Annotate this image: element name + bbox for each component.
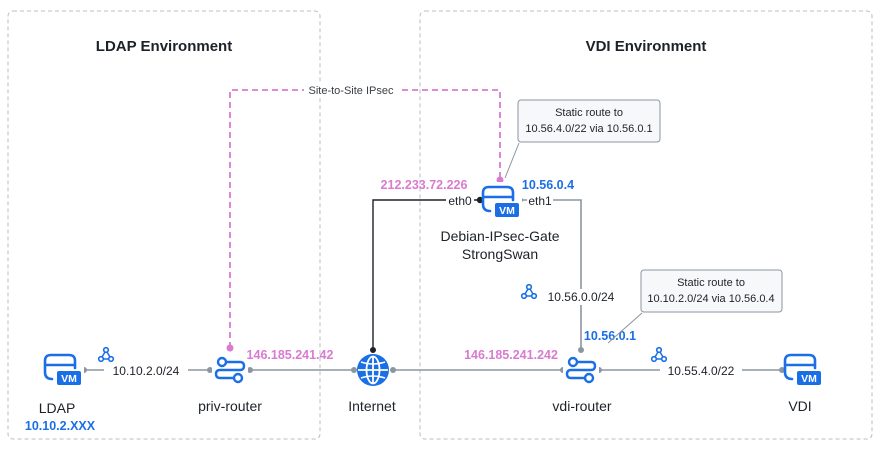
ipsec-endpoint-vdi (496, 176, 504, 184)
vdi-router-route-line1: Static route to (677, 277, 745, 289)
ldap-vm-name: LDAP (39, 400, 76, 416)
ipsec-label-bg (304, 82, 398, 98)
link-dot (779, 367, 785, 373)
subnet-icon (650, 346, 668, 363)
link-dot (370, 347, 376, 353)
link-dot (207, 367, 213, 373)
internet-name: Internet (348, 398, 396, 414)
vdi-router-private-ip: 10.56.0.1 (584, 329, 636, 343)
gateway-callout-pointer (504, 142, 520, 179)
internet-globe-icon (357, 354, 389, 386)
vdi-router-name: vdi-router (552, 398, 611, 414)
ipsec-tunnel-label: Site-to-Site IPsec (309, 85, 394, 97)
subnet-icon (97, 346, 115, 363)
ipsec-tunnel-line (229, 89, 501, 348)
vdi-router-route-callout (640, 269, 783, 313)
link-dot (351, 367, 357, 373)
subnet-icon (520, 283, 538, 300)
link-dot (476, 196, 484, 204)
vdi-router-public-ip: 146.185.241.242 (464, 348, 558, 362)
vdi-router-route-line2: 10.10.2.0/24 via 10.56.0.4 (647, 293, 774, 305)
vdi-router-callout-pointer (607, 312, 643, 344)
link-dot (390, 367, 396, 373)
transit-subnet-label: 10.56.0.0/24 (548, 290, 615, 304)
gateway-route-callout (517, 99, 661, 143)
ipsec-endpoint-ldap (226, 344, 234, 352)
link-dot (247, 367, 253, 373)
priv-router-name: priv-router (198, 398, 262, 414)
ldap-vm-ip: 10.10.2.XXX (25, 419, 96, 433)
vdi-environment-box (419, 10, 873, 440)
priv-router-public-ip: 146.185.241.42 (247, 348, 334, 362)
ldap-subnet-label: 10.10.2.0/24 (113, 364, 180, 378)
vdi-subnet-label: 10.55.4.0/22 (668, 364, 735, 378)
vdi-environment-title: VDI Environment (586, 38, 707, 55)
gateway-route-line2: 10.56.4.0/22 via 10.56.0.1 (525, 123, 652, 135)
gateway-private-ip: 10.56.0.4 (522, 178, 574, 192)
ldap-environment-box (7, 10, 321, 440)
gateway-subtitle: StrongSwan (462, 246, 538, 262)
link-dot (578, 347, 584, 353)
gateway-eth0-to-internet-link (372, 199, 480, 350)
gateway-name: Debian-IPsec-Gate (440, 228, 559, 244)
vdi-vm-name: VDI (788, 398, 811, 414)
gateway-eth0-label: eth0 (448, 194, 472, 208)
gateway-eth1-label: eth1 (528, 194, 552, 208)
ldap-environment-title: LDAP Environment (96, 38, 232, 55)
gateway-public-ip: 212.233.72.226 (381, 178, 468, 192)
gateway-eth1-to-vdi-router-link (520, 199, 582, 350)
gateway-route-line1: Static route to (555, 107, 623, 119)
